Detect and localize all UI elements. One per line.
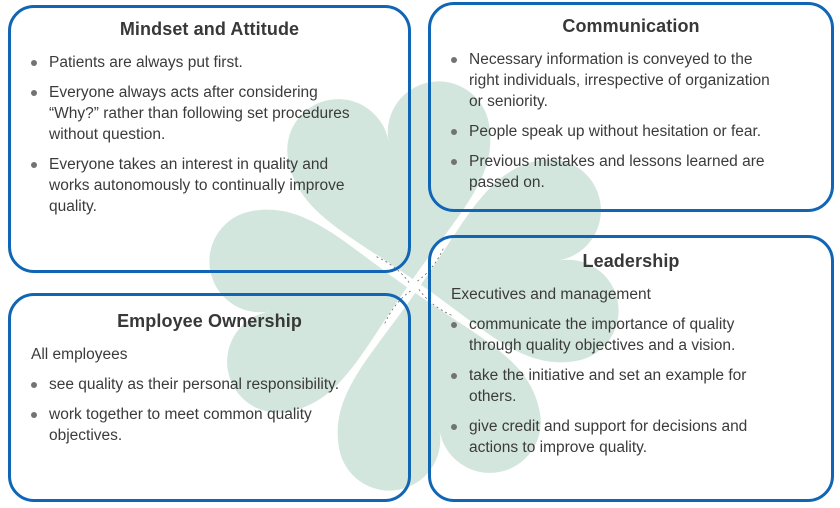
bullet-dot-icon	[451, 322, 457, 328]
bullet-text: Everyone always acts after considering “…	[49, 84, 350, 143]
panel-leadership: Leadership Executives and management com…	[428, 235, 834, 502]
list-item: People speak up without hesitation or fe…	[449, 121, 823, 142]
bullet-dot-icon	[31, 162, 37, 168]
bullet-list: Necessary information is conveyed to the…	[449, 49, 823, 193]
list-item: Previous mistakes and lessons learned ar…	[449, 151, 823, 193]
list-item: communicate the importance of quality th…	[449, 314, 823, 356]
list-item: Necessary information is conveyed to the…	[449, 49, 823, 112]
bullet-dot-icon	[451, 373, 457, 379]
panel-communication: Communication Necessary information is c…	[428, 2, 834, 212]
panel-title: Leadership	[582, 251, 680, 271]
bullet-dot-icon	[31, 90, 37, 96]
bullet-text: work together to meet common quality obj…	[49, 406, 312, 444]
list-item: take the initiative and set an example f…	[449, 365, 823, 407]
bullet-dot-icon	[451, 129, 457, 135]
list-item: Everyone takes an interest in quality an…	[29, 154, 400, 217]
bullet-text: give credit and support for decisions an…	[469, 418, 748, 456]
bullet-dot-icon	[31, 412, 37, 418]
bullet-dot-icon	[31, 60, 37, 66]
bullet-dot-icon	[451, 424, 457, 430]
bullet-text: Everyone takes an interest in quality an…	[49, 156, 345, 215]
panel-title: Employee Ownership	[117, 311, 302, 331]
panel-intro: Executives and management	[451, 286, 651, 303]
bullet-text: see quality as their personal responsibi…	[49, 376, 340, 393]
bullet-text: Patients are always put first.	[49, 54, 243, 71]
bullet-dot-icon	[451, 159, 457, 165]
bullet-dot-icon	[31, 382, 37, 388]
panel-mindset-attitude: Mindset and Attitude Patients are always…	[8, 5, 411, 273]
bullet-text: Necessary information is conveyed to the…	[469, 51, 770, 110]
list-item: work together to meet common quality obj…	[29, 404, 400, 446]
list-item: see quality as their personal responsibi…	[29, 374, 400, 395]
panel-title: Mindset and Attitude	[119, 19, 300, 39]
bullet-list: communicate the importance of quality th…	[449, 314, 823, 458]
bullet-list: Patients are always put first. Everyone …	[29, 52, 400, 217]
bullet-text: Previous mistakes and lessons learned ar…	[469, 153, 765, 191]
bullet-text: People speak up without hesitation or fe…	[469, 123, 762, 140]
list-item: Patients are always put first.	[29, 52, 400, 73]
bullet-text: take the initiative and set an example f…	[469, 367, 747, 405]
bullet-list: see quality as their personal responsibi…	[29, 374, 400, 446]
panel-employee-ownership: Employee Ownership All employees see qua…	[8, 293, 411, 502]
bullet-dot-icon	[451, 57, 457, 63]
panel-intro: All employees	[31, 346, 128, 363]
bullet-text: communicate the importance of quality th…	[469, 316, 736, 354]
panel-title: Communication	[562, 16, 700, 36]
list-item: Everyone always acts after considering “…	[29, 82, 400, 145]
list-item: give credit and support for decisions an…	[449, 416, 823, 458]
